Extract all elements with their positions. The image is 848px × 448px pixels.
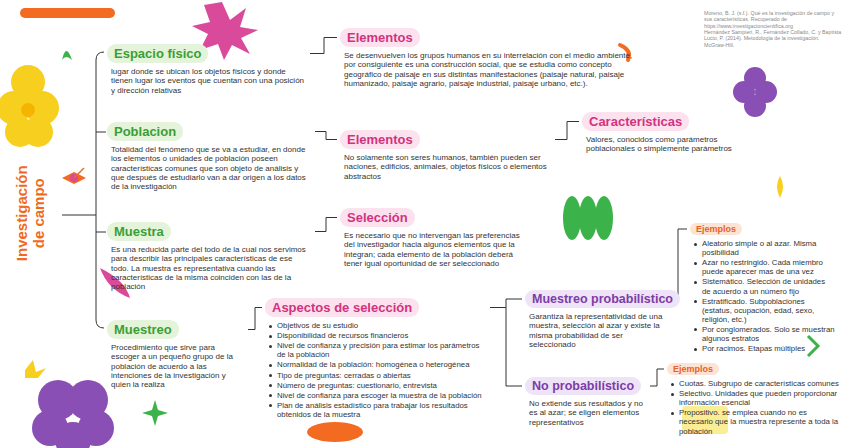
purple-flower — [32, 380, 114, 448]
connector-line — [490, 308, 522, 387]
bullet-item: Objetivos de su estudio — [265, 321, 487, 330]
bullet-item: Disponibilidad de recursos financieros — [265, 331, 487, 340]
topic-node: Selección Es necesario que no intervengan… — [340, 208, 530, 268]
topic-node: Elementos Se desenvuelven los grupos huma… — [340, 28, 635, 88]
topic-node: EjemplosAleatorio simple o al azar. Mism… — [690, 218, 835, 354]
reference-note: Hernández Sampieri, R., Fernández Collad… — [704, 29, 842, 48]
topic-node: No probabilístico No extiende sus resulta… — [525, 376, 647, 427]
green-star — [142, 400, 168, 426]
topic-node: EjemplosCuotas. Subgrupo de característi… — [667, 358, 839, 437]
yellow-drop — [777, 176, 783, 198]
bullet-item: Tipo de preguntas: cerradas o abiertas — [265, 371, 487, 380]
vertical-title: Investigación de campo — [13, 161, 48, 265]
topic-heading: Espacio físico — [107, 44, 208, 63]
topic-heading: No probabilístico — [525, 377, 641, 395]
topic-node: MuestreoProcedimiento que sirve para esc… — [107, 320, 245, 390]
topic-description: No solamente son seres humanos, también … — [340, 153, 552, 181]
branch-connector — [248, 308, 262, 330]
topic-description: Totalidad del fenómeno que se va a estud… — [107, 145, 312, 192]
topic-node: Aspectos de selecciónObjetivos de su est… — [265, 298, 487, 420]
topic-heading: Ejemplos — [667, 363, 719, 375]
green-leaves — [563, 196, 613, 240]
branch-connector — [315, 132, 337, 140]
bullet-item: Sistemático. Selección de unidades de ac… — [690, 277, 835, 295]
branch-connector — [650, 369, 664, 386]
topic-description: lugar donde se ubican los objetos físico… — [107, 67, 307, 95]
topic-heading: Aspectos de selección — [265, 298, 419, 317]
connector-line — [315, 132, 337, 140]
bullet-item: Aleatorio simple o al azar. Misma posibi… — [690, 239, 835, 257]
spark — [74, 168, 84, 178]
branch-connector — [555, 122, 579, 140]
topic-description: Procedimiento que sirve para escoger a u… — [107, 343, 245, 390]
bullet-item: Estratificado. Subpoblaciones (estatus, … — [690, 297, 835, 324]
connector-line — [555, 122, 579, 140]
topic-heading: Muestra — [107, 222, 171, 241]
connector-line — [248, 308, 262, 330]
green-chevron — [808, 336, 818, 356]
branch-connector — [668, 229, 687, 299]
topic-node: Muestra Es una reducida parte del todo de… — [107, 222, 312, 292]
branch-connector — [490, 299, 522, 308]
bullet-item: Azar no restringido. Cada miembro puede … — [690, 258, 835, 276]
topic-heading: Elementos — [340, 130, 420, 149]
orange-bar — [20, 8, 115, 18]
topic-description: Es necesario que no intervengan las pref… — [340, 231, 530, 268]
bullet-item: Propositivo. se emplea cuando no es nece… — [667, 408, 839, 435]
bullet-item: Nivel de confianza y precisión para esti… — [265, 341, 487, 359]
topic-heading: Muestreo — [107, 320, 179, 339]
topic-heading: Elementos — [340, 28, 420, 47]
connector-line — [490, 299, 522, 308]
connector-line — [668, 229, 687, 299]
topic-heading: Ejemplos — [690, 223, 742, 235]
bullet-item: Número de preguntas: cuestionario, entre… — [265, 381, 487, 390]
topic-heading: Muestreo probabilístico — [525, 290, 680, 308]
topic-heading: Características — [582, 112, 689, 131]
topic-node: Elementos No solamente son seres humanos,… — [340, 130, 552, 181]
topic-description: Es una reducida parte del todo de la cua… — [107, 245, 312, 292]
bullet-item: Por conglomerados. Solo se muestran algu… — [690, 325, 835, 343]
connector-line — [315, 218, 337, 232]
branch-connector — [310, 38, 337, 54]
bullet-item: Normalidad de la población: homogénea o … — [265, 360, 487, 369]
topic-description: Valores, conocidos como parámetros pobla… — [582, 135, 747, 154]
branch-connector — [490, 308, 522, 387]
topic-heading: Selección — [340, 208, 415, 227]
connector-line — [650, 369, 664, 386]
branch-connector — [315, 218, 337, 232]
bullet-item: Selectivo. Unidades que pueden proporcio… — [667, 389, 839, 407]
topic-node: CaracterísticasValores, conocidos como p… — [582, 112, 747, 154]
topic-node: Muestreo probabilísticoGarantiza la repr… — [525, 289, 665, 349]
connector-line — [310, 38, 337, 54]
orange-blob — [307, 422, 363, 442]
topic-description: Garantiza la representatividad de una mu… — [525, 312, 665, 349]
flower-center — [21, 103, 35, 117]
topic-description: No extiende sus resultados y no es al az… — [525, 399, 647, 427]
trunk-bracket — [62, 52, 106, 328]
yellow-flower — [0, 65, 59, 147]
bullet-item: Plan de análisis estadístico para trabaj… — [265, 401, 487, 419]
topic-node: Espacio físico lugar donde se ubican los … — [107, 44, 307, 95]
bullet-item: Cuotas. Subgrupo de características comu… — [667, 379, 839, 388]
green-leaf — [62, 51, 72, 60]
bullet-item: Nivel de confianza para escoger la muest… — [265, 391, 487, 400]
topic-node: PoblacionTotalidad del fenómeno que se v… — [107, 122, 312, 192]
topic-heading: Poblacion — [107, 122, 183, 141]
reference-note: Moreno, B. J. (s.f.). Qué es la investig… — [704, 10, 842, 29]
purple-flower-right — [733, 67, 777, 117]
bullet-item: Por racimos. Etapas múltiples — [690, 344, 835, 353]
yellow-spark — [25, 360, 46, 378]
topic-description: Se desenvuelven los grupos humanos en su… — [340, 51, 635, 88]
